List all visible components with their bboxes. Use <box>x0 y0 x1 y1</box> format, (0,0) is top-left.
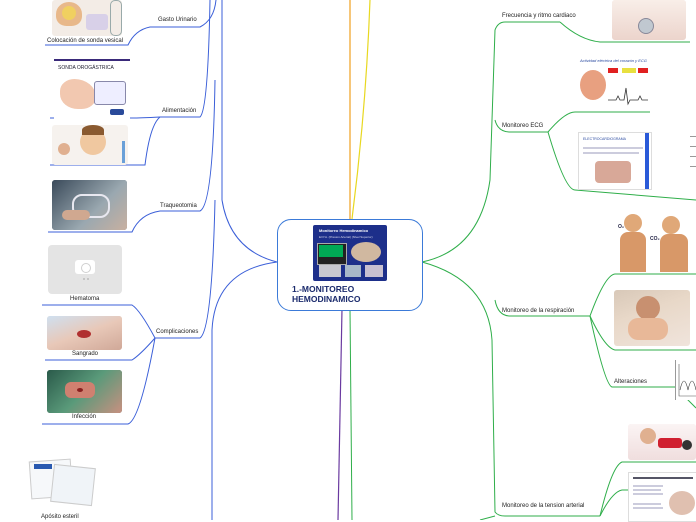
central-slide-image: Monitoreo Hemodinamico El P.A. (Presion … <box>313 225 387 281</box>
sangrado-image <box>47 316 122 350</box>
slide-text: El P.A. (Presion Arterial) (Nivel Superi… <box>319 235 373 239</box>
node-frecuencia-ritmo[interactable]: Frecuencia y ritmo cardiaco <box>502 13 576 19</box>
node-complicaciones[interactable]: Complicaciones <box>156 329 199 335</box>
electro-title: ELECTROCARDIOGRAMA <box>583 137 626 141</box>
child-feeding-image <box>52 125 128 165</box>
node-monitoreo-tension[interactable]: Monitoreo de la tension arterial <box>502 503 585 509</box>
ecg-heart-image: Actividad eléctrica del corazón y ECG <box>576 56 650 110</box>
alteraciones-graph-image <box>675 360 696 400</box>
ecg-image-title: Actividad eléctrica del corazón y ECG <box>580 58 647 63</box>
node-traqueotomia[interactable]: Traqueotomia <box>160 203 197 209</box>
aposito-image <box>26 456 98 510</box>
hematoma-image-placeholder <box>48 245 122 294</box>
blood-pressure-image <box>628 424 696 460</box>
central-title-line1: 1.-MONITOREO <box>292 284 355 294</box>
tension-arterial-slide-image <box>628 472 696 522</box>
co2-label: CO₂ <box>650 236 660 242</box>
camera-icon <box>75 260 95 274</box>
stethoscope-baby-image <box>612 0 686 40</box>
sangrado-caption: Sangrado <box>72 351 99 357</box>
sonda-orogastrica-image: SONDA OROGÁSTRICA <box>54 59 130 119</box>
hematoma-caption: Hematoma <box>70 296 100 302</box>
electrocardiograma-image: ELECTROCARDIOGRAMA <box>578 132 652 190</box>
node-monitoreo-respiracion[interactable]: Monitoreo de la respiración <box>502 308 575 314</box>
infeccion-image <box>47 370 122 413</box>
central-title: 1.-MONITOREO HEMODINAMICO <box>292 284 360 304</box>
node-monitoreo-ecg[interactable]: Monitoreo ECG <box>502 123 544 129</box>
traqueotomia-image <box>52 180 127 230</box>
central-topic[interactable]: Monitoreo Hemodinamico El P.A. (Presion … <box>277 219 423 311</box>
node-alteraciones[interactable]: Alteraciones <box>614 379 648 385</box>
respiration-people-image: O₂ CO₂ <box>614 210 696 272</box>
infeccion-caption: Infección <box>72 414 97 420</box>
node-alimentacion[interactable]: Alimentación <box>162 108 197 114</box>
child-breathing-image <box>614 290 690 346</box>
slide-title: Monitoreo Hemodinamico <box>319 228 369 233</box>
node-gasto-urinario[interactable]: Gasto Urinario <box>158 17 197 23</box>
aposito-caption: Apósito esteril <box>41 514 79 520</box>
o2-label: O₂ <box>618 224 625 230</box>
sonda-orogastrica-text: SONDA OROGÁSTRICA <box>58 65 114 71</box>
sonda-vesical-caption: Colocación de sonda vesical <box>47 38 124 44</box>
ecg-side-image <box>688 130 696 180</box>
central-title-line2: HEMODINAMICO <box>292 294 361 304</box>
sonda-vesical-image <box>52 0 122 36</box>
